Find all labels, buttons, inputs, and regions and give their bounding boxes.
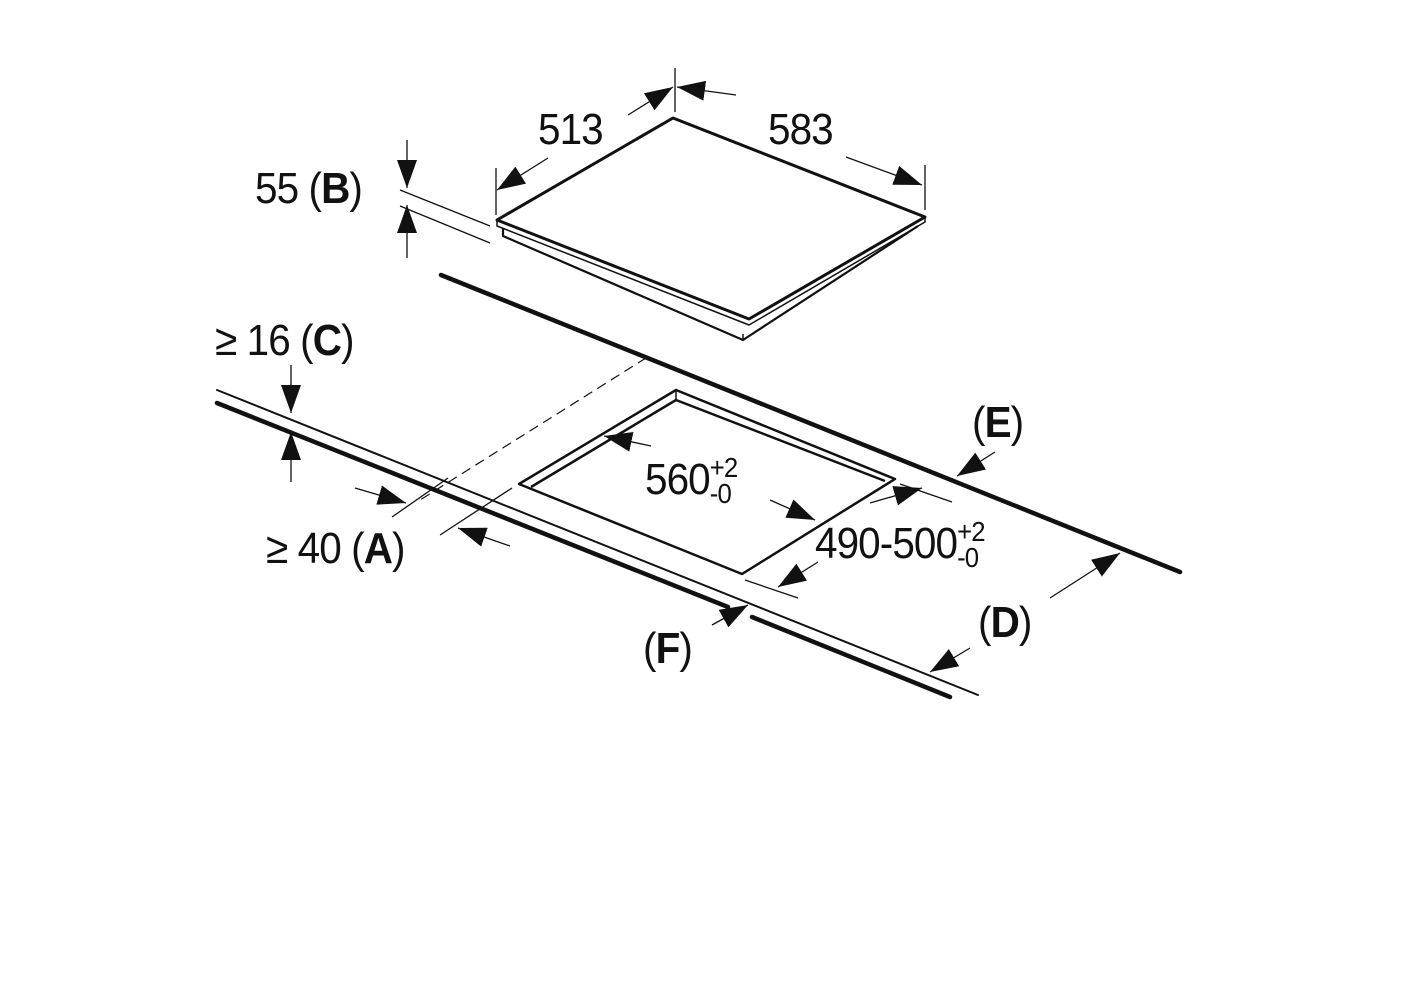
min-front-distance-label: ≥ 40 (A) — [266, 524, 406, 573]
cutout-depth-value: 490-500 — [815, 519, 958, 568]
label-e: (E) — [972, 398, 1024, 447]
cutout-width-tol-plus: +2 — [709, 452, 738, 483]
cutout-width-label: 560+2-0 — [645, 454, 741, 508]
height-value: 55 — [255, 164, 299, 213]
height-letter: B — [321, 164, 350, 213]
cutout-depth-tol-minus: -0 — [957, 542, 979, 573]
min-front-value: ≥ 40 — [266, 524, 342, 573]
cutout-depth-tol-plus: +2 — [957, 516, 985, 547]
length-dimension-label: 583 — [768, 105, 834, 154]
label-e-letter: E — [984, 398, 1012, 447]
min-front-letter: A — [363, 524, 393, 573]
min-thickness-letter: C — [312, 316, 342, 365]
height-dimension-label: 55 (B) — [255, 164, 363, 213]
cutout-width-value: 560 — [645, 455, 711, 504]
dimension-lines — [281, 68, 1121, 673]
cutout-depth-label: 490-500+2-0 — [815, 518, 988, 572]
width-dimension-label: 513 — [538, 105, 604, 154]
label-d: (D) — [978, 598, 1032, 647]
countertop — [214, 272, 1183, 700]
hob-outline — [495, 116, 927, 342]
label-f-letter: F — [655, 624, 681, 673]
cutout-width-tol-minus: -0 — [709, 478, 732, 509]
min-thickness-label: ≥ 16 (C) — [215, 316, 355, 365]
label-d-letter: D — [990, 598, 1020, 647]
label-f: (F) — [643, 624, 693, 673]
cutout — [517, 388, 897, 576]
min-thickness-value: ≥ 16 — [215, 316, 291, 365]
